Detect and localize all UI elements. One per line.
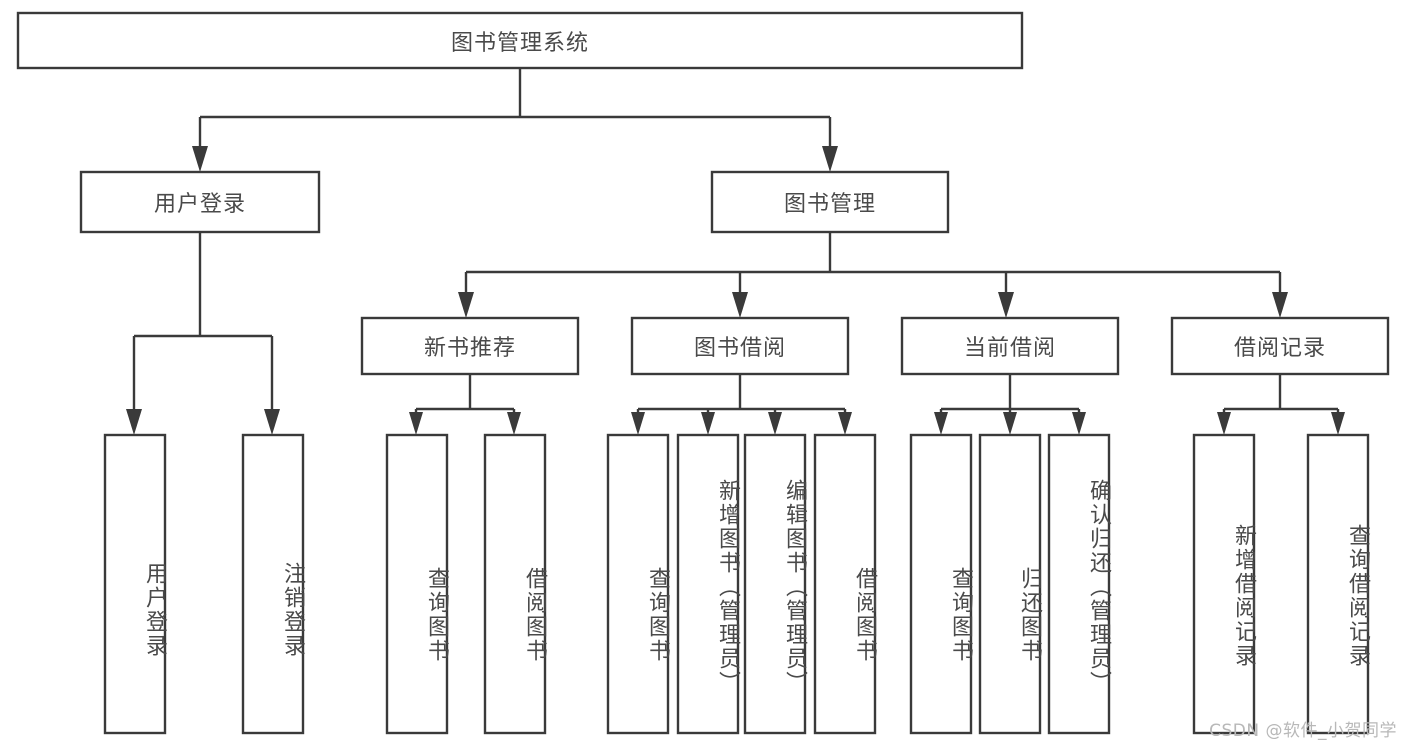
arrow-head-leaf-rec-query (409, 412, 423, 435)
arrow-head-leaf-logout (264, 409, 280, 435)
arrow-head-borrow-record (1272, 292, 1288, 318)
watermark-text: CSDN @软件_小贺同学 (1209, 721, 1397, 741)
node-box-new-book-rec[interactable] (360, 316, 580, 376)
arrow-head-book-manage (822, 146, 838, 172)
node-box-borrow-record[interactable] (1170, 316, 1390, 376)
node-box-root[interactable] (16, 11, 1024, 70)
arrow-head-current-borrow (998, 292, 1014, 318)
arrow-head-leaf-borrow-edit (768, 412, 782, 435)
arrow-head-leaf-rec-query2 (1331, 412, 1345, 435)
node-box-book-borrow[interactable] (630, 316, 850, 376)
arrow-head-new-book-rec (458, 292, 474, 318)
node-box-leaf-rec-borrow[interactable] (483, 433, 547, 735)
node-box-current-borrow[interactable] (900, 316, 1120, 376)
node-box-leaf-borrow-do[interactable] (813, 433, 877, 735)
node-box-leaf-cur-confirm[interactable] (1047, 433, 1111, 735)
node-box-leaf-borrow-edit[interactable] (743, 433, 807, 735)
node-box-leaf-rec-query[interactable] (385, 433, 449, 735)
arrow-head-book-borrow (732, 292, 748, 318)
node-box-leaf-borrow-query[interactable] (606, 433, 670, 735)
arrow-head-leaf-cur-return (1003, 412, 1017, 435)
arrow-head-leaf-borrow-do (838, 412, 852, 435)
node-box-leaf-cur-query[interactable] (909, 433, 973, 735)
node-box-leaf-cur-return[interactable] (978, 433, 1042, 735)
arrow-head-leaf-cur-query (934, 412, 948, 435)
arrow-head-leaf-rec-borrow (507, 412, 521, 435)
arrow-head-leaf-cur-confirm (1072, 412, 1086, 435)
node-box-leaf-logout[interactable] (241, 433, 305, 735)
arrow-head-leaf-user-login (126, 409, 142, 435)
arrow-head-leaf-borrow-add (701, 412, 715, 435)
node-box-book-manage[interactable] (710, 170, 950, 234)
node-box-leaf-rec-add[interactable] (1192, 433, 1256, 735)
node-box-user-login[interactable] (79, 170, 321, 234)
node-box-leaf-user-login[interactable] (103, 433, 167, 735)
arrow-head-leaf-rec-add (1217, 412, 1231, 435)
arrow-head-user-login (192, 146, 208, 172)
arrow-head-leaf-borrow-query (631, 412, 645, 435)
node-box-leaf-borrow-add[interactable] (676, 433, 740, 735)
node-box-leaf-rec-query2[interactable] (1306, 433, 1370, 735)
